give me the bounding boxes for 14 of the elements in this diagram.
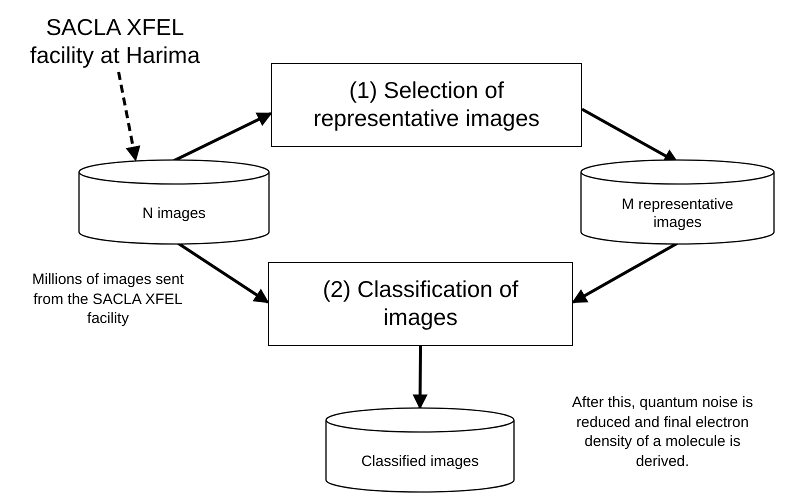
arrow <box>117 72 140 162</box>
process-box <box>268 262 573 346</box>
node-label: M representative images <box>620 196 734 232</box>
node-label: (1) Selection of representative images <box>312 77 541 133</box>
node-label: (2) Classification of images <box>322 276 520 332</box>
arrow <box>572 242 678 304</box>
source-label: SACLA XFEL facility at Harima <box>29 14 201 70</box>
node-label: Classified images <box>361 453 479 471</box>
node-label: N images <box>142 205 206 223</box>
process-box <box>271 63 582 147</box>
arrow <box>177 242 270 304</box>
note-text: After this, quantum noise is reduced and final electron density of a molecule is derived. <box>571 393 754 471</box>
note-text: Millions of images sent from the SACLA XFEL facility <box>31 270 185 328</box>
arrow <box>412 346 428 410</box>
